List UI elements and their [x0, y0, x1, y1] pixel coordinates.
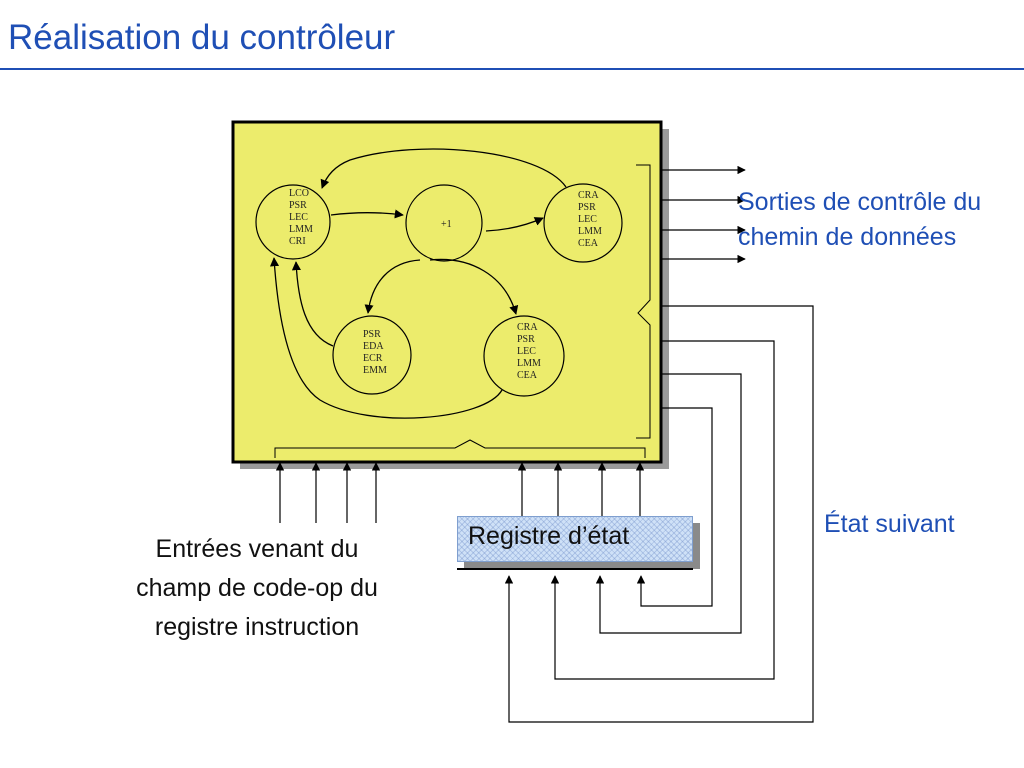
state-s5-line-5: CEA — [517, 370, 538, 381]
state-s5-line-3: LEC — [517, 346, 536, 357]
arrow-s1-to-s2 — [330, 209, 404, 219]
state-s3-line-1: CRA — [578, 190, 599, 201]
state-circle — [483, 315, 565, 397]
state-circle — [332, 315, 412, 395]
state-s3-line-2: PSR — [578, 202, 596, 213]
next-state-loop-4 — [636, 407, 713, 607]
output-arrows — [661, 165, 746, 264]
state-s2-line-1: +1 — [441, 219, 452, 230]
inputs-label-line-1: Entrées venant du — [155, 535, 359, 563]
arrow-s5-to-s1 — [269, 257, 503, 419]
outputs-label-line-2: chemin de données — [738, 223, 957, 251]
arrow-s2-to-s5 — [429, 258, 519, 315]
arrow-s3-to-s1 — [320, 148, 567, 189]
next-state-lines — [504, 305, 814, 723]
slide-title: Réalisation du contrôleur — [8, 18, 396, 57]
state-s4-line-2: EDA — [363, 341, 384, 352]
register-to-controller-arrows — [517, 462, 645, 516]
input-brace — [274, 439, 646, 458]
state-s1-line-1: LCO — [289, 188, 309, 199]
state-circle — [255, 184, 331, 260]
state-register-box — [457, 516, 693, 562]
outputs-label-line-1: Sorties de contrôle du — [738, 188, 982, 216]
state-s5-line-4: LMM — [517, 358, 541, 369]
next-state-loop-1 — [504, 305, 814, 723]
state-circle — [543, 183, 623, 263]
state-register-label: Registre d’état — [468, 522, 630, 550]
next-state-loop-3 — [595, 373, 742, 634]
state-s4-line-4: EMM — [363, 365, 387, 376]
state-s1-line-4: LMM — [289, 224, 313, 235]
state-s4-line-1: PSR — [363, 329, 381, 340]
output-brace — [636, 164, 651, 439]
arrow-s2-to-s3 — [485, 217, 544, 232]
state-s1-line-5: CRI — [289, 236, 306, 247]
state-s3-line-3: LEC — [578, 214, 597, 225]
arrow-s4-to-s1 — [291, 261, 334, 347]
title-underline — [0, 68, 1024, 70]
state-s5-line-1: CRA — [517, 322, 538, 333]
state-s5-line-2: PSR — [517, 334, 535, 345]
next-state-loop-2 — [550, 340, 775, 680]
opcode-input-arrows — [275, 462, 381, 523]
inputs-label-line-3: registre instruction — [154, 613, 360, 641]
state-s1-line-2: PSR — [289, 200, 307, 211]
next-state-label: État suivant — [824, 510, 955, 538]
arrow-s2-to-s4 — [364, 259, 421, 314]
state-s4-line-3: ECR — [363, 353, 383, 364]
state-s1-line-3: LEC — [289, 212, 308, 223]
controller-box — [231, 120, 663, 464]
state-s3-line-5: CEA — [578, 238, 599, 249]
transition-arrows — [269, 148, 567, 419]
state-s2: +1 — [405, 184, 483, 262]
inputs-label-line-2: champ de code-op du — [136, 574, 378, 602]
state-s3-line-4: LMM — [578, 226, 602, 237]
state-circle — [405, 184, 483, 262]
